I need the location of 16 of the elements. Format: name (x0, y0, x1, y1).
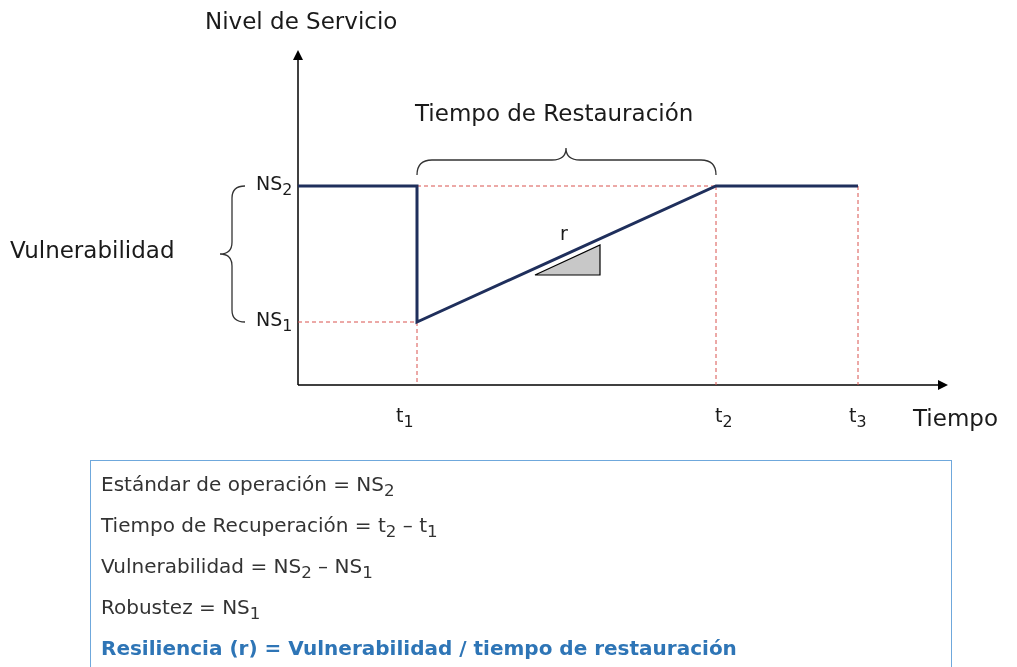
resilience-formula: Resiliencia (r) = Vulnerabilidad / tiempo de restauración (101, 635, 738, 662)
axis-title: Tiempo (913, 405, 998, 431)
tick-label: t$_{1}$ (396, 404, 414, 431)
tick-label: t$_{3}$ (849, 404, 867, 431)
formula-text: Tiempo de Recuperación = t$_{2}$ – t$_{1}$ (101, 512, 439, 543)
tick-label: NS$_{2}$ (256, 172, 293, 199)
brace-label: Vulnerabilidad (10, 237, 175, 263)
tick-label: t$_{2}$ (715, 404, 733, 431)
definitions-panel (90, 460, 952, 667)
brace-label: Tiempo de Restauración (415, 100, 694, 126)
tick-label: NS$_{1}$ (256, 308, 293, 335)
formula-text: Robustez = NS$_{1}$ (101, 594, 262, 625)
formula-text: Estándar de operación = NS$_{2}$ (101, 471, 396, 502)
formula-text: Vulnerabilidad = NS$_{2}$ – NS$_{1}$ (101, 553, 374, 584)
slope-label: r (560, 222, 568, 244)
axis-title: Nivel de Servicio (205, 8, 398, 34)
